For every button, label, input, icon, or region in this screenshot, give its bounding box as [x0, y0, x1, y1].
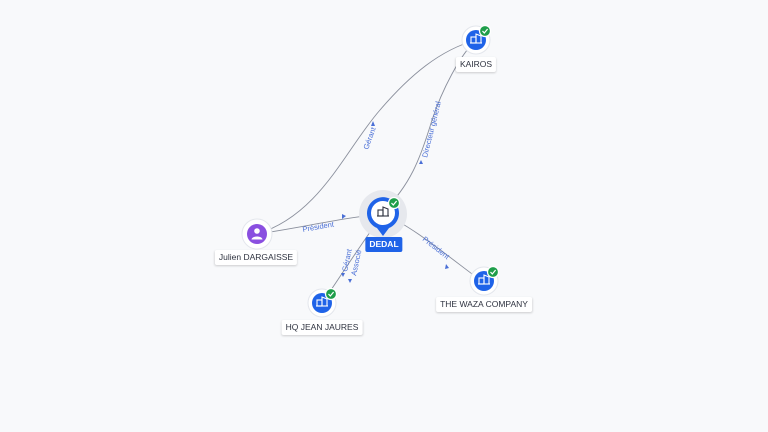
verified-check-icon [486, 265, 500, 279]
arrow-hq-dedal-2-icon [348, 279, 352, 283]
building-icon [478, 274, 490, 285]
edge-label-dedal-waza: Président [421, 234, 452, 261]
node-label-julien[interactable]: Julien DARGAISSE [214, 250, 298, 265]
person-icon [251, 228, 263, 240]
node-label-hq[interactable]: HQ JEAN JAURES [281, 320, 363, 335]
building-icon [470, 33, 482, 44]
arrow-julien-kairos-icon [371, 121, 375, 126]
node-julien[interactable] [241, 218, 273, 250]
edge-label-julien-kairos: Gérant [361, 125, 378, 150]
building-icon [316, 296, 328, 307]
building-icon [377, 206, 389, 217]
arrow-dedal-waza-icon [445, 264, 449, 269]
node-hq[interactable] [307, 287, 338, 318]
arrow-dedal-kairos-icon [419, 160, 423, 164]
arrow-julien-dedal-icon [342, 214, 346, 219]
edge-julien-kairos [256, 39, 477, 235]
node-waza[interactable] [469, 265, 500, 296]
node-label-kairos[interactable]: KAIROS [455, 57, 497, 72]
edge-label-julien-dedal: Président [302, 219, 336, 234]
node-label-dedal[interactable]: DEDAL [365, 237, 403, 252]
edge-label-dedal-kairos: Directeur général [420, 100, 443, 158]
node-kairos[interactable] [461, 24, 492, 55]
verified-check-icon [324, 287, 338, 301]
verified-check-icon [387, 196, 401, 210]
arrow-hq-dedal-1-icon [341, 273, 345, 277]
node-label-waza[interactable]: THE WAZA COMPANY [436, 297, 532, 312]
verified-check-icon [478, 24, 492, 38]
node-dedal[interactable] [359, 190, 407, 238]
